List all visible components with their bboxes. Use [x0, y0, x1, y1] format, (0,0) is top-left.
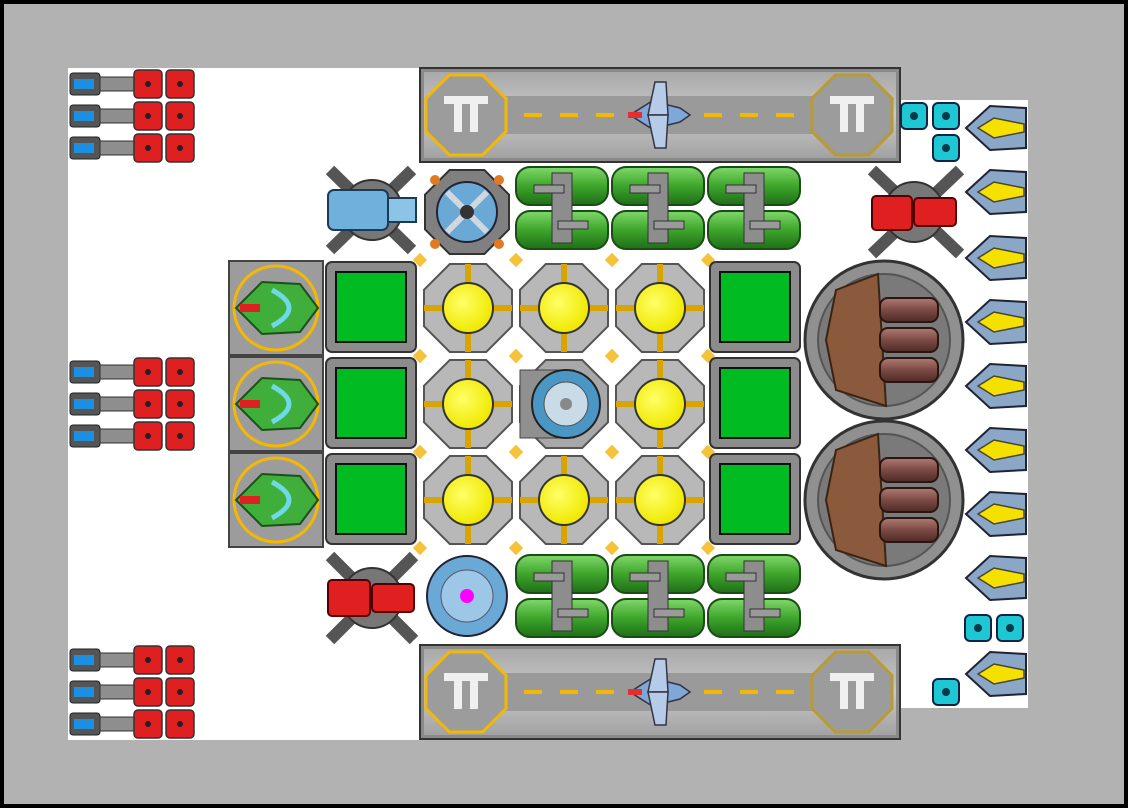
reactor-grid: [325, 252, 801, 556]
fighter-ship-icon: [628, 81, 692, 149]
heavy-turrets: [803, 259, 965, 581]
blue-battery-icon: [932, 134, 960, 162]
missile-launchers: [228, 260, 324, 548]
red-cannon-icon[interactable]: [325, 551, 419, 645]
cargo-container-icon[interactable]: [325, 357, 417, 449]
blue-battery-icon: [932, 102, 960, 130]
fuel-tank-icon[interactable]: [707, 166, 801, 250]
reactor-icon[interactable]: [423, 455, 513, 545]
cargo-container-icon[interactable]: [325, 261, 417, 353]
ammo-block-icon: [69, 101, 195, 131]
hangar-bay[interactable]: [419, 644, 901, 740]
yellow-thruster-icon[interactable]: [964, 104, 1027, 152]
cargo-container-icon[interactable]: [709, 261, 801, 353]
reactor-icon[interactable]: [423, 359, 513, 449]
yellow-thruster-icon[interactable]: [964, 490, 1027, 538]
reactor-icon[interactable]: [615, 359, 705, 449]
ammo-block-icon: [69, 421, 195, 451]
missile-launcher-icon[interactable]: [228, 452, 324, 548]
yellow-thruster-icon[interactable]: [964, 426, 1027, 474]
airlock-pi-icon: [810, 650, 894, 734]
airlock-pi-icon: [424, 73, 508, 157]
fuel-tank-icon[interactable]: [515, 554, 609, 638]
reactor-icon[interactable]: [615, 455, 705, 545]
ammo-block-icon: [69, 133, 195, 163]
missile-launcher-icon[interactable]: [228, 260, 324, 356]
cargo-container-icon[interactable]: [325, 453, 417, 545]
misc-modules: [325, 165, 965, 645]
shield-generator-icon[interactable]: [424, 169, 510, 255]
reactor-icon[interactable]: [519, 263, 609, 353]
ammo-block-icon: [69, 677, 195, 707]
cargo-container-icon[interactable]: [709, 357, 801, 449]
command-bridge-icon[interactable]: [519, 359, 609, 449]
cargo-container-icon[interactable]: [709, 453, 801, 545]
yellow-thruster-icon[interactable]: [964, 168, 1027, 216]
railgun-icon[interactable]: [325, 165, 417, 255]
ammo-block-icon: [69, 709, 195, 739]
fuel-tank-icon[interactable]: [707, 554, 801, 638]
missile-launcher-icon[interactable]: [228, 356, 324, 452]
ammo-block-icon: [69, 69, 195, 99]
blue-battery-icon: [932, 678, 960, 706]
fuel-tank-icon[interactable]: [611, 166, 705, 250]
blue-battery-icon: [900, 102, 928, 130]
yellow-thruster-icon[interactable]: [964, 234, 1027, 282]
yellow-thruster-icon[interactable]: [964, 298, 1027, 346]
yellow-thruster-icon[interactable]: [964, 554, 1027, 602]
reactor-icon[interactable]: [423, 263, 513, 353]
blue-battery-icon: [964, 614, 992, 642]
hangars: [419, 67, 901, 740]
reactor-icon[interactable]: [615, 263, 705, 353]
ammo-block-icon: [69, 645, 195, 675]
airlock-pi-icon: [810, 73, 894, 157]
heavy-turret-icon[interactable]: [803, 259, 965, 421]
heavy-turret-icon[interactable]: [803, 419, 965, 581]
hangar-bay[interactable]: [419, 67, 901, 163]
plasma-core-icon[interactable]: [426, 555, 508, 637]
fighter-ship-icon: [628, 658, 692, 726]
fuel-tank-icon[interactable]: [611, 554, 705, 638]
ammo-block-icon: [69, 389, 195, 419]
yellow-thruster-icon[interactable]: [964, 362, 1027, 410]
reactor-icon[interactable]: [519, 455, 609, 545]
ammo-block-icon: [69, 357, 195, 387]
fuel-tanks: [515, 166, 801, 638]
blue-battery-icon: [996, 614, 1024, 642]
airlock-pi-icon: [424, 650, 508, 734]
fuel-tank-icon[interactable]: [515, 166, 609, 250]
thrusters: [900, 102, 1027, 706]
ammo-clusters: [69, 69, 195, 739]
yellow-thruster-icon[interactable]: [964, 650, 1027, 698]
red-cannon-icon[interactable]: [867, 165, 965, 259]
